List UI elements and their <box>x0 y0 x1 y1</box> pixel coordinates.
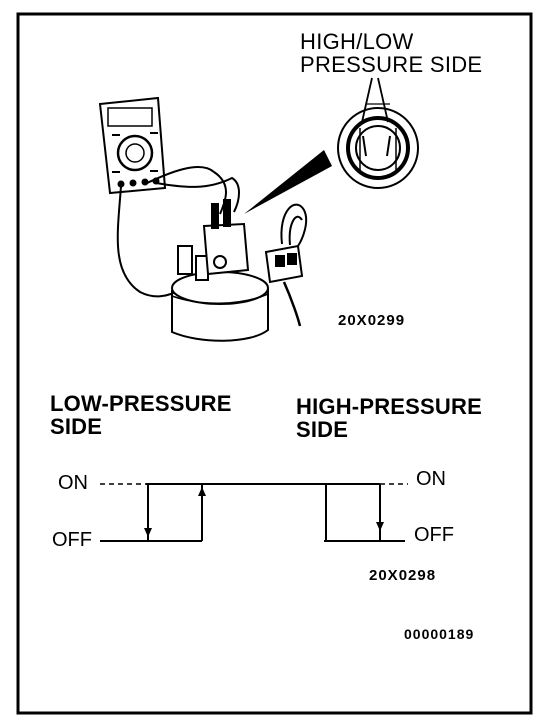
off-label-left: OFF <box>52 529 92 551</box>
on-label-right: ON <box>416 468 446 490</box>
connector-illustration <box>264 203 308 327</box>
arrow-down-high <box>376 522 384 531</box>
terminal-closeup-illustration <box>244 77 419 214</box>
pressure-switch-illustration <box>171 199 269 342</box>
photo-code-label: 20X0299 <box>338 312 406 329</box>
arrow-down-low <box>144 528 152 537</box>
on-label-left: ON <box>58 472 88 494</box>
graph-code-label: 20X0298 <box>369 567 437 584</box>
high-pressure-side-label: HIGH-PRESSURE SIDE <box>296 394 482 443</box>
off-label-right: OFF <box>414 524 454 546</box>
switching-graph <box>100 483 408 542</box>
high-low-pressure-side-label: HIGH/LOW PRESSURE SIDE <box>300 29 483 78</box>
arrow-up-low <box>198 487 206 496</box>
figure-border <box>16 12 533 715</box>
figure-code-label: 00000189 <box>404 626 475 642</box>
low-pressure-side-label: LOW-PRESSURE SIDE <box>50 391 232 440</box>
